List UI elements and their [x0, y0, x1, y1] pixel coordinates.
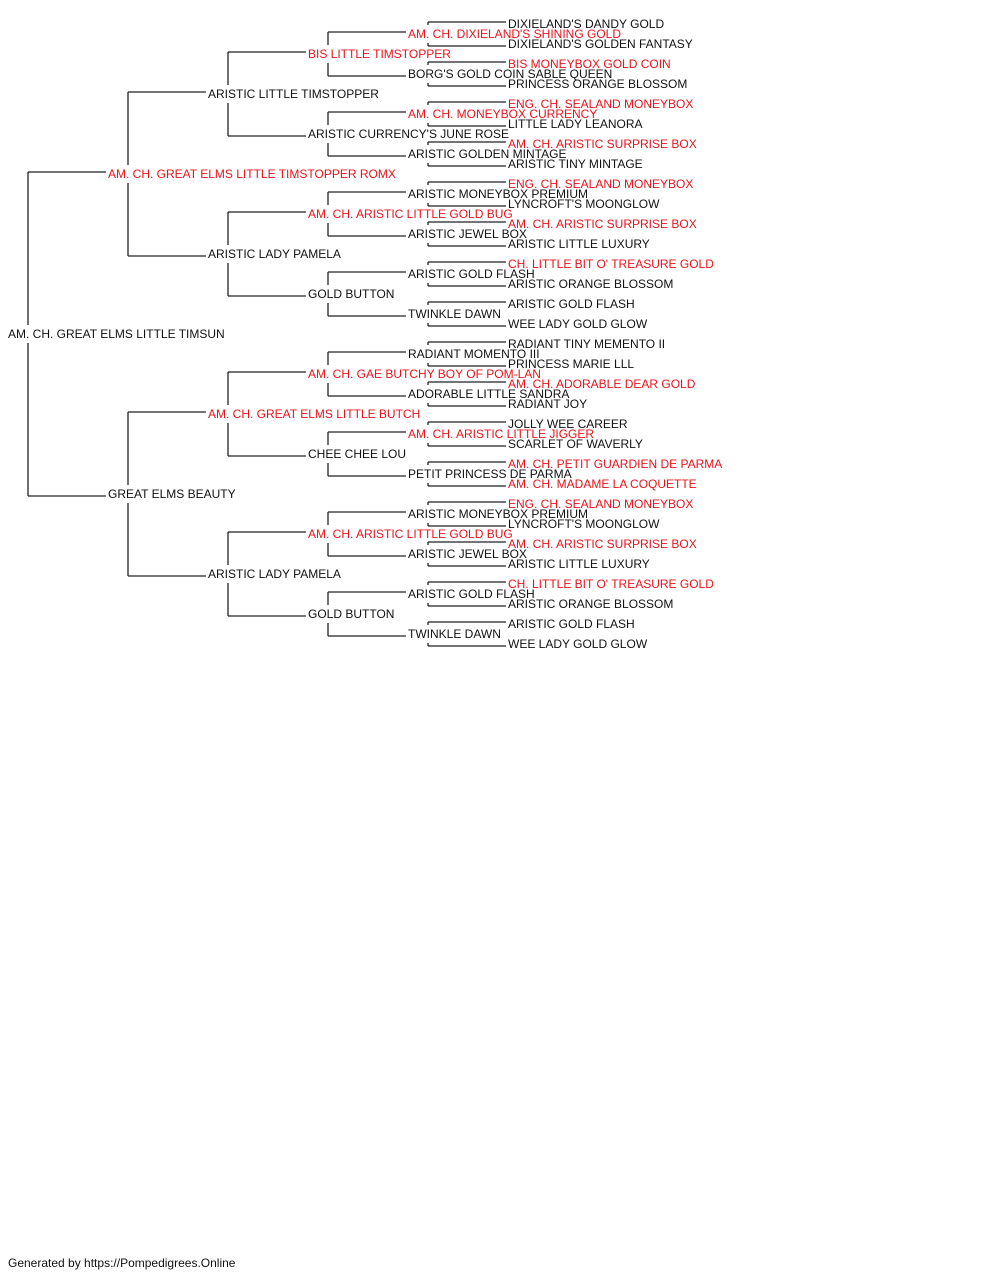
dog-name: ARISTIC TINY MINTAGE	[508, 157, 643, 171]
champion-dog-name: CH. LITTLE BIT O' TREASURE GOLD	[508, 577, 714, 591]
dog-name: PETIT PRINCESS DE PARMA	[408, 467, 572, 481]
champion-dog-name: AM. CH. ARISTIC LITTLE JIGGER	[408, 427, 594, 441]
champion-dog-name: AM. CH. ARISTIC SURPRISE BOX	[508, 537, 697, 551]
dog-name: GREAT ELMS BEAUTY	[108, 487, 236, 501]
champion-dog-name: AM. CH. MONEYBOX CURRENCY	[408, 107, 597, 121]
champion-dog-name: AM. CH. ADORABLE DEAR GOLD	[508, 377, 696, 391]
dog-name: DIXIELAND'S DANDY GOLD	[508, 17, 664, 31]
dog-name: LYNCROFT'S MOONGLOW	[508, 197, 660, 211]
champion-dog-name: AM. CH. MADAME LA COQUETTE	[508, 477, 697, 491]
dog-name: ARISTIC GOLD FLASH	[408, 267, 535, 281]
dog-name: TWINKLE DAWN	[408, 627, 501, 641]
dog-name: RADIANT JOY	[508, 397, 587, 411]
dog-name: WEE LADY GOLD GLOW	[508, 317, 648, 331]
dog-name: GOLD BUTTON	[308, 607, 394, 621]
dog-name: PRINCESS ORANGE BLOSSOM	[508, 77, 687, 91]
dog-name: ARISTIC MONEYBOX PREMIUM	[408, 187, 588, 201]
dog-name: GOLD BUTTON	[308, 287, 394, 301]
dog-name: DIXIELAND'S GOLDEN FANTASY	[508, 37, 693, 51]
dog-name: WEE LADY GOLD GLOW	[508, 637, 648, 651]
dog-name: BORG'S GOLD COIN SABLE QUEEN	[408, 67, 612, 81]
dog-name: JOLLY WEE CAREER	[508, 417, 628, 431]
champion-dog-name: CH. LITTLE BIT O' TREASURE GOLD	[508, 257, 714, 271]
champion-dog-name: AM. CH. PETIT GUARDIEN DE PARMA	[508, 457, 722, 471]
dog-name: ARISTIC MONEYBOX PREMIUM	[408, 507, 588, 521]
pedigree-names: AM. CH. GREAT ELMS LITTLE TIMSUN AM. CH. …	[8, 17, 722, 651]
pedigree-connector-lines	[27, 21, 506, 647]
champion-dog-name: BIS LITTLE TIMSTOPPER	[308, 47, 451, 61]
dog-name: ARISTIC GOLD FLASH	[508, 617, 635, 631]
dog-name: ARISTIC JEWEL BOX	[408, 547, 527, 561]
dog-name: ARISTIC GOLD FLASH	[408, 587, 535, 601]
champion-dog-name: ENG. CH. SEALAND MONEYBOX	[508, 97, 693, 111]
champion-dog-name: AM. CH. GAE BUTCHY BOY OF POM-LAN	[308, 367, 541, 381]
champion-dog-name: AM. CH. ARISTIC SURPRISE BOX	[508, 137, 697, 151]
champion-dog-name: AM. CH. GREAT ELMS LITTLE TIMSTOPPER ROM…	[108, 167, 396, 181]
dog-name: ARISTIC LADY PAMELA	[208, 567, 341, 581]
dog-name: LYNCROFT'S MOONGLOW	[508, 517, 660, 531]
dog-name: ARISTIC JEWEL BOX	[408, 227, 527, 241]
dog-name: ARISTIC GOLDEN MINTAGE	[408, 147, 566, 161]
generated-by-footer: Generated by https://Pompedigrees.Online	[8, 1256, 236, 1270]
dog-name: ARISTIC LITTLE LUXURY	[508, 237, 650, 251]
champion-dog-name: AM. CH. ARISTIC LITTLE GOLD BUG	[308, 207, 513, 221]
dog-name: ARISTIC LITTLE TIMSTOPPER	[208, 87, 379, 101]
dog-name: ARISTIC CURRENCY'S JUNE ROSE	[308, 127, 509, 141]
dog-name: ARISTIC ORANGE BLOSSOM	[508, 597, 673, 611]
dog-name: PRINCESS MARIE LLL	[508, 357, 634, 371]
champion-dog-name: AM. CH. GREAT ELMS LITTLE BUTCH	[208, 407, 420, 421]
dog-name: LITTLE LADY LEANORA	[508, 117, 643, 131]
champion-dog-name: AM. CH. ARISTIC SURPRISE BOX	[508, 217, 697, 231]
dog-name: RADIANT MOMENTO III	[408, 347, 540, 361]
champion-dog-name: AM. CH. ARISTIC LITTLE GOLD BUG	[308, 527, 513, 541]
dog-name: CHEE CHEE LOU	[308, 447, 406, 461]
dog-name: RADIANT TINY MEMENTO II	[508, 337, 665, 351]
dog-name: ARISTIC LITTLE LUXURY	[508, 557, 650, 571]
champion-dog-name: ENG. CH. SEALAND MONEYBOX	[508, 497, 693, 511]
champion-dog-name: BIS MONEYBOX GOLD COIN	[508, 57, 671, 71]
dog-name: ADORABLE LITTLE SANDRA	[408, 387, 569, 401]
dog-name: ARISTIC LADY PAMELA	[208, 247, 341, 261]
dog-name: AM. CH. GREAT ELMS LITTLE TIMSUN	[8, 327, 225, 341]
champion-dog-name: ENG. CH. SEALAND MONEYBOX	[508, 177, 693, 191]
champion-dog-name: AM. CH. DIXIELAND'S SHINING GOLD	[408, 27, 621, 41]
dog-name: TWINKLE DAWN	[408, 307, 501, 321]
dog-name: SCARLET OF WAVERLY	[508, 437, 643, 451]
dog-name: ARISTIC ORANGE BLOSSOM	[508, 277, 673, 291]
dog-name: ARISTIC GOLD FLASH	[508, 297, 635, 311]
